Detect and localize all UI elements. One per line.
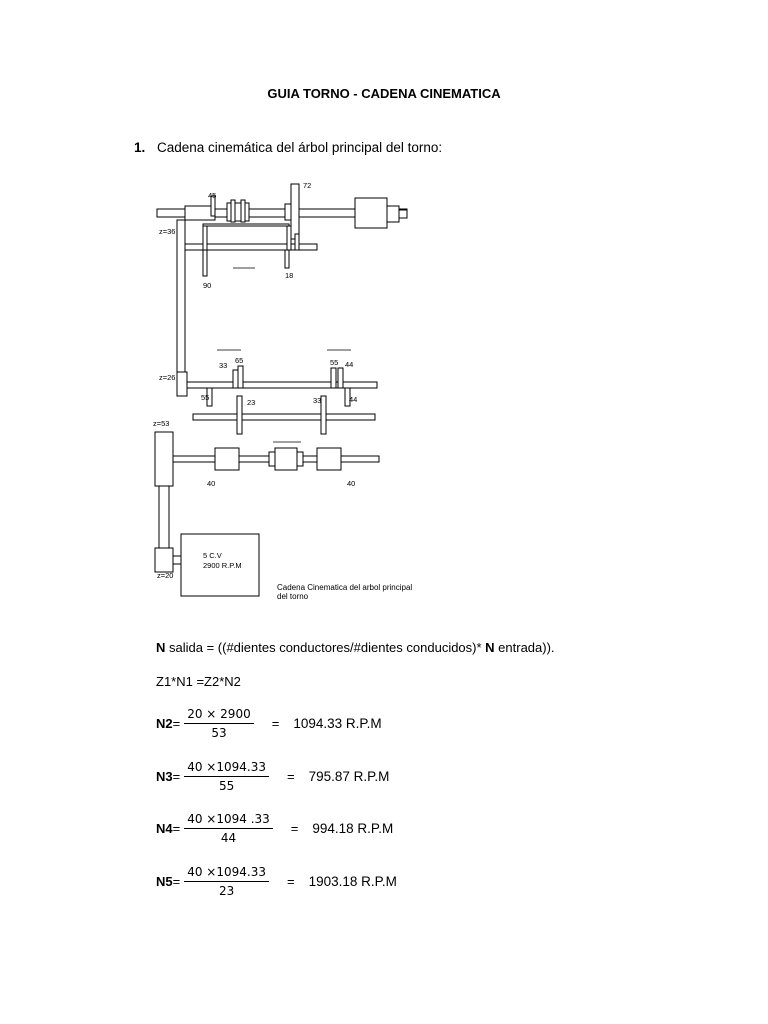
label-18: 18 (285, 271, 293, 280)
label-65: 65 (235, 356, 243, 365)
label-z20: z=20 (157, 571, 173, 580)
numerator: 40 ×1094.33 (184, 760, 269, 777)
section-text: Cadena cinemática del árbol principal de… (157, 140, 443, 155)
equation-sep: = (172, 873, 181, 889)
equation-lhs: N5 (156, 873, 173, 889)
equation-sep: = (172, 820, 181, 836)
equation-result: 994.18 R.P.M (312, 820, 394, 836)
label-90: 90 (203, 281, 211, 290)
formula-text-1: salida = ((#dientes conductores/#dientes… (165, 640, 486, 655)
label-33b: 33 (313, 396, 321, 405)
label-44b: 44 (349, 395, 357, 404)
label-40b: 40 (347, 479, 355, 488)
label-33a: 33 (219, 361, 227, 370)
equation-lhs: N3 (156, 768, 173, 784)
document-title: GUIA TORNO - CADENA CINEMATICA (267, 86, 501, 101)
equation-result: 1903.18 R.P.M (308, 873, 397, 889)
formula-n-input: N (485, 640, 495, 655)
label-z36: z=36 (159, 227, 175, 236)
general-formula: N salida = ((#dientes conductores/#dient… (156, 640, 555, 655)
equation-sep: = (172, 715, 181, 731)
equals-sign: = (286, 873, 295, 889)
numerator: 40 ×1094.33 (184, 865, 269, 882)
diagram-caption-line-2: del torno (277, 592, 309, 601)
section-number: 1. (134, 140, 146, 155)
label-55b: 55 (201, 393, 209, 402)
ratio-formula: Z1*N1 =Z2*N2 (156, 674, 241, 689)
diagram-caption-line-1: Cadena Cinematica del arbol principal (277, 583, 412, 592)
label-40a: 40 (207, 479, 215, 488)
denominator: 44 (220, 830, 237, 845)
label-72: 72 (303, 181, 311, 190)
kinematic-chain-diagram: 45 72 z=36 90 18 33 65 55 44 z=26 55 23 … (153, 181, 412, 601)
motor-power: 5 C.V (203, 551, 222, 560)
equation-result: 795.87 R.P.M (308, 768, 390, 784)
label-23: 23 (247, 398, 255, 407)
label-z53: z=53 (153, 419, 169, 428)
denominator: 23 (218, 883, 235, 898)
formula-text-2: entrada)). (494, 640, 555, 655)
equation-lhs: N4 (156, 820, 173, 836)
formula-n-output: N (156, 640, 166, 655)
label-z26: z=26 (159, 373, 175, 382)
equation-sep: = (172, 768, 181, 784)
denominator: 55 (218, 778, 235, 793)
numerator: 40 ×1094 .33 (184, 812, 273, 829)
equals-sign: = (290, 820, 299, 836)
label-55a: 55 (330, 358, 338, 367)
label-44a: 44 (345, 360, 353, 369)
equals-sign: = (271, 715, 280, 731)
equation-result: 1094.33 R.P.M (293, 715, 382, 731)
numerator: 20 × 2900 (184, 707, 254, 724)
label-45: 45 (208, 191, 216, 200)
motor-speed: 2900 R.P.M (203, 561, 242, 570)
denominator: 53 (211, 725, 227, 740)
equals-sign: = (286, 768, 295, 784)
equation-lhs: N2 (156, 715, 173, 731)
section-heading: 1. Cadena cinemática del árbol principal … (134, 140, 442, 155)
